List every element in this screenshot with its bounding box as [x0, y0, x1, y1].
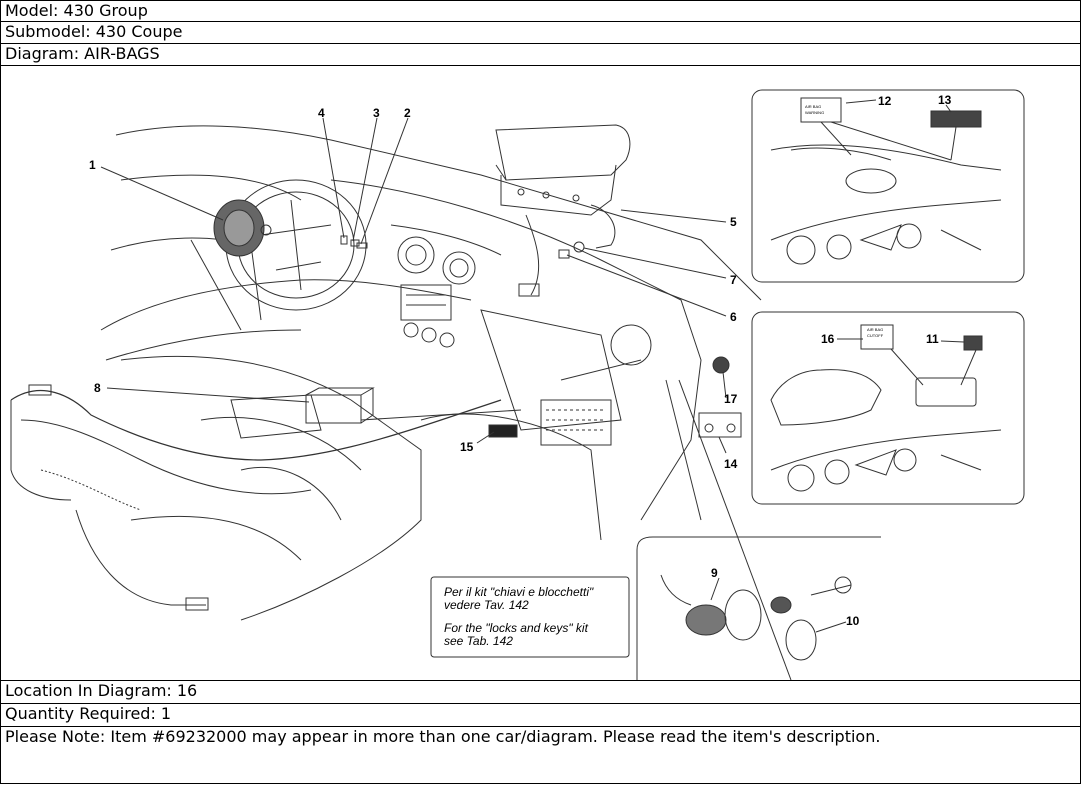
note-english-line-1: For the "locks and keys" kit [444, 621, 589, 635]
submodel-text: Submodel: 430 Coupe [5, 22, 183, 41]
note-italian-line-2: vedere Tav. 142 [444, 598, 529, 612]
model-text: Model: 430 Group [5, 1, 148, 20]
quantity-text: Quantity Required: 1 [5, 704, 172, 723]
callout-2: 2 [404, 106, 411, 120]
inset-cutoff-label: AIR BAG [867, 327, 883, 332]
callout-10: 10 [846, 614, 860, 628]
callout-15: 15 [460, 440, 474, 454]
location-row: Location In Diagram: 16 [0, 681, 1081, 704]
note-row: Please Note: Item #69232000 may appear i… [0, 727, 1081, 784]
callout-12: 12 [878, 94, 892, 108]
diagram-title-row: Diagram: AIR-BAGS [0, 44, 1081, 66]
callout-5: 5 [730, 215, 737, 229]
note-english-line-2: see Tab. 142 [444, 634, 513, 648]
submodel-row: Submodel: 430 Coupe [0, 22, 1081, 44]
diagram-title-text: Diagram: AIR-BAGS [5, 44, 160, 63]
callout-6: 6 [730, 310, 737, 324]
airbag-diagram-illustration: AIR BAG WARNING AIR BAG CUTOFF 1 2 3 4 5… [10, 89, 1025, 681]
inset-warning-label-2: WARNING [805, 110, 824, 115]
callout-14: 14 [724, 457, 738, 471]
inset-warning-label: AIR BAG [805, 104, 821, 109]
location-text: Location In Diagram: 16 [5, 681, 198, 700]
callout-16: 16 [821, 332, 835, 346]
model-row: Model: 430 Group [0, 0, 1081, 22]
callout-13: 13 [938, 93, 952, 107]
inset-cutoff-label-2: CUTOFF [867, 333, 884, 338]
callout-17: 17 [724, 392, 738, 406]
parts-diagram: AIR BAG WARNING AIR BAG CUTOFF 1 2 3 4 5… [0, 66, 1081, 681]
callout-4: 4 [318, 106, 325, 120]
callout-3: 3 [373, 106, 380, 120]
callout-8: 8 [94, 381, 101, 395]
callout-9: 9 [711, 566, 718, 580]
callout-7: 7 [730, 273, 737, 287]
callout-11: 11 [926, 332, 939, 346]
note-text: Please Note: Item #69232000 may appear i… [5, 727, 881, 746]
note-italian-line-1: Per il kit "chiavi e blocchetti" [444, 585, 594, 599]
callout-1: 1 [89, 158, 96, 172]
quantity-row: Quantity Required: 1 [0, 704, 1081, 727]
